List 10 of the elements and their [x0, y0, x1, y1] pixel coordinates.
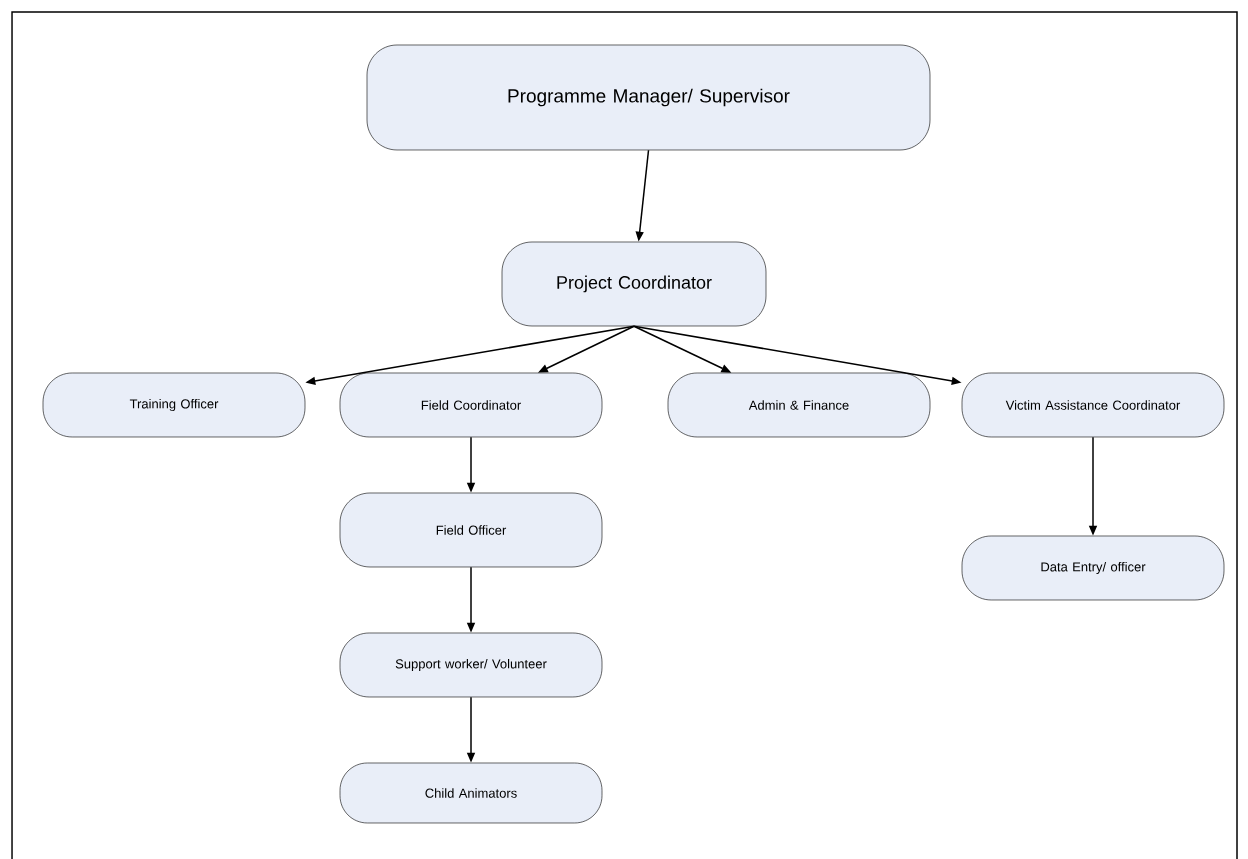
- role-box: Admin & Finance: [667, 372, 931, 438]
- role-box: Field Officer: [339, 492, 603, 568]
- role-box: Programme Manager/ Supervisor: [366, 44, 931, 151]
- role-box: Child Animators: [339, 762, 603, 824]
- role-box: Victim Assistance Coordinator: [961, 372, 1225, 438]
- role-box: Field Coordinator: [339, 372, 603, 438]
- role-box: Data Entry/ officer: [961, 535, 1225, 601]
- role-box: Project Coordinator: [501, 241, 767, 327]
- role-box: Training Officer: [42, 372, 306, 438]
- role-box: Support worker/ Volunteer: [339, 632, 603, 698]
